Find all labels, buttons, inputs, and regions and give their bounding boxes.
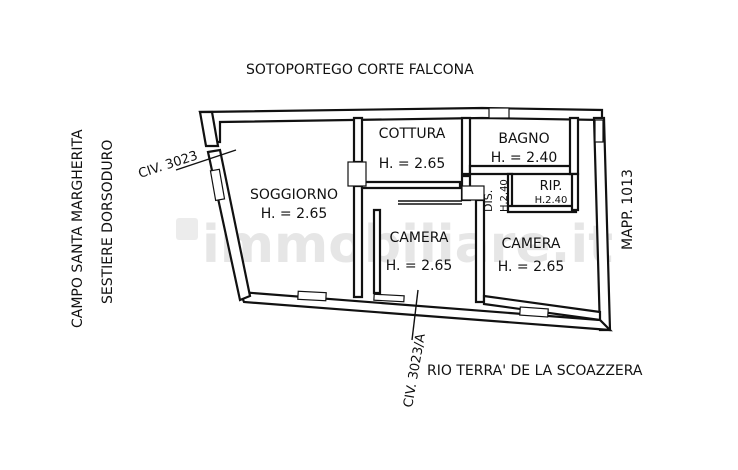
civic-secondary-label: CIV. 3023/A: [401, 332, 429, 408]
door-soggiorno-cottura: [347, 161, 367, 187]
room-cottura-name: COTTURA: [379, 126, 446, 142]
wall-bagno-right: [568, 116, 580, 176]
wall-cottura-bagno: [460, 116, 472, 176]
wall-left-stub: [198, 110, 220, 148]
wall-rip-bottom: [506, 204, 578, 214]
watermark-text: immobiliare.it: [202, 215, 613, 275]
watermark-logo: immobiliare.it: [176, 215, 613, 275]
room-labels: SOGGIORNO H. = 2.65 COTTURA H. = 2.65 BA…: [250, 126, 567, 275]
street-left-line2: SESTIERE DORSODURO: [100, 140, 116, 304]
civic-main-leader: [175, 149, 237, 171]
street-bottom: RIO TERRA' DE LA SCOAZZERA: [427, 363, 643, 379]
room-rip-name: RIP.: [540, 179, 563, 194]
room-rip-height: H.2.40: [535, 195, 568, 206]
window-camera2-bottom: [519, 306, 549, 318]
map-reference: MAPP. 1013: [620, 169, 636, 250]
room-bagno-name: BAGNO: [498, 131, 549, 147]
watermark-house-icon: [176, 218, 198, 240]
window-soggiorno-left: [209, 168, 226, 202]
street-left-line1: CAMPO SANTA MARGHERITA: [70, 129, 86, 328]
room-cottura-height: H. = 2.65: [379, 156, 446, 172]
windows: [209, 107, 604, 318]
wall-soggiorno-cottura-upper: [352, 116, 364, 164]
room-camera2-name: CAMERA: [501, 236, 560, 252]
wall-right: [592, 116, 612, 332]
door-dis: [461, 185, 485, 201]
wall-camera1-camera2: [474, 198, 486, 304]
wall-rip-right: [570, 172, 580, 212]
wall-camera1-left: [372, 208, 382, 295]
room-bagno-height: H. = 2.40: [491, 150, 558, 166]
room-dis-name: DIS.: [482, 190, 495, 212]
wall-soggiorno-camera: [352, 184, 364, 299]
window-soggiorno-bottom: [297, 290, 327, 302]
street-top: SOTOPORTEGO CORTE FALCONA: [246, 62, 474, 78]
door-camera1-bottom: [373, 293, 405, 303]
window-bagno-right: [594, 119, 604, 143]
room-camera2-height: H. = 2.65: [498, 259, 565, 275]
civic-secondary-leader: [411, 289, 419, 341]
room-soggiorno-name: SOGGIORNO: [250, 187, 338, 203]
room-camera1-height: H. = 2.65: [386, 258, 453, 274]
wall-cottura-camera-lower: [360, 180, 462, 190]
room-camera1-name: CAMERA: [389, 230, 448, 246]
wall-bagno-bottom: [468, 164, 576, 176]
street-labels: SOTOPORTEGO CORTE FALCONA RIO TERRA' DE …: [70, 62, 643, 379]
civic-main-label: CIV. 3023: [137, 149, 200, 182]
room-dis-height: H.2.40: [499, 179, 510, 212]
window-bagno-top: [488, 107, 510, 119]
room-soggiorno-height: H. = 2.65: [261, 206, 328, 222]
